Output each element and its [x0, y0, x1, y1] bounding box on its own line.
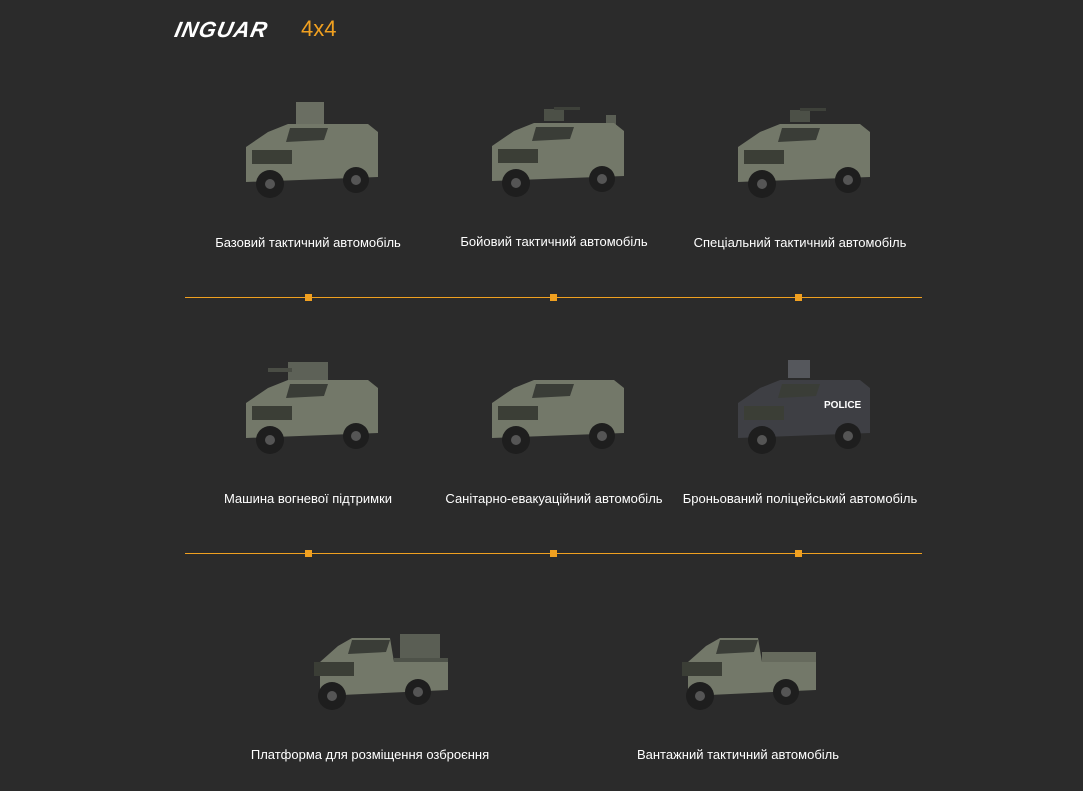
- divider-marker: [795, 550, 802, 557]
- vehicle-card-fire-support[interactable]: Машина вогневої підтримки: [188, 348, 428, 506]
- vehicle-image: [474, 91, 634, 206]
- vehicle-image: [290, 604, 450, 719]
- vehicle-image: [474, 348, 634, 463]
- vehicle-card-weapon-platform[interactable]: Платформа для розміщення озброєння: [250, 604, 490, 762]
- vehicle-image: [658, 604, 818, 719]
- divider-marker: [305, 550, 312, 557]
- vehicle-card-police[interactable]: POLICE Броньований поліцейський автомобіл…: [680, 348, 920, 506]
- divider: [185, 294, 922, 301]
- vehicle-label: Платформа для розміщення озброєння: [250, 747, 490, 762]
- inguar-logo[interactable]: INGUAR: [172, 17, 271, 42]
- vehicle-card-special[interactable]: Спеціальний тактичний автомобіль: [680, 92, 920, 250]
- divider-marker: [550, 294, 557, 301]
- vehicle-label: Бойовий тактичний автомобіль: [460, 234, 648, 249]
- vehicle-label: Машина вогневої підтримки: [223, 491, 393, 506]
- vehicle-image: POLICE: [720, 348, 880, 463]
- vehicle-card-cargo[interactable]: Вантажний тактичний автомобіль: [618, 604, 858, 762]
- vehicle-label: Санітарно-евакуаційний автомобіль: [445, 491, 663, 506]
- divider-marker: [305, 294, 312, 301]
- divider: [185, 550, 922, 557]
- vehicle-card-combat[interactable]: Бойовий тактичний автомобіль: [434, 91, 674, 249]
- vehicle-card-base[interactable]: Базовий тактичний автомобіль: [188, 92, 428, 250]
- model-title: 4x4: [301, 16, 337, 41]
- divider-marker: [795, 294, 802, 301]
- divider-marker: [550, 550, 557, 557]
- vehicle-label: Спеціальний тактичний автомобіль: [693, 235, 907, 250]
- vehicle-label: Базовий тактичний автомобіль: [215, 235, 401, 250]
- vehicle-label: Броньований поліцейський автомобіль: [682, 491, 918, 506]
- vehicle-image: [228, 348, 388, 463]
- vehicle-card-medical[interactable]: Санітарно-евакуаційний автомобіль: [434, 348, 674, 506]
- vehicle-image: [228, 92, 388, 207]
- police-text: POLICE: [824, 400, 862, 411]
- vehicle-label: Вантажний тактичний автомобіль: [636, 747, 840, 762]
- vehicle-image: [720, 92, 880, 207]
